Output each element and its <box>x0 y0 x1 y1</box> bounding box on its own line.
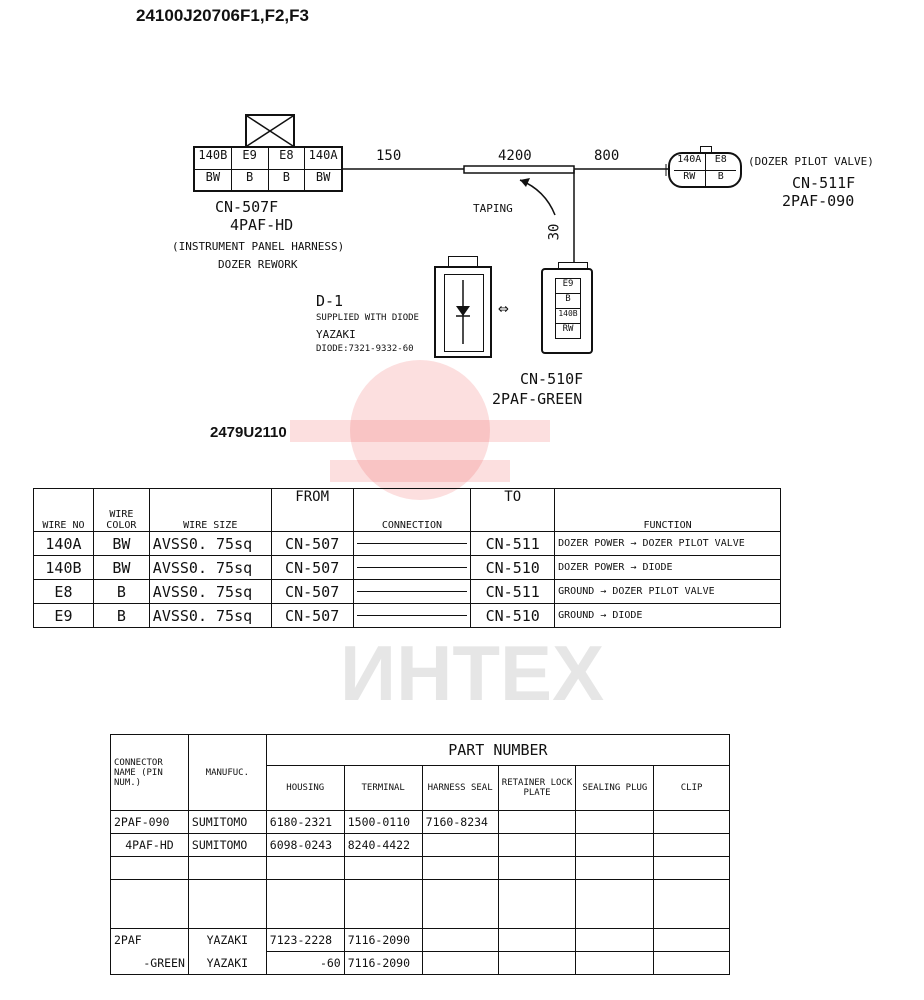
harness-number: 2479U2110 <box>210 424 287 441</box>
cn511-name: CN-511F <box>792 174 856 192</box>
watermark-text: ИНТЕХ <box>340 629 605 717</box>
header-sealing-plug: SEALING PLUG <box>575 765 655 811</box>
cn510-connector: E9 B 140B RW <box>541 268 593 354</box>
cn507-rework: DOZER REWORK <box>218 258 298 271</box>
header-from: FROM <box>270 488 354 532</box>
cn507-type: 4PAF-HD <box>230 216 294 234</box>
header-retainer: RETAINER LOCK PLATE <box>497 765 577 811</box>
watermark-gear-logo <box>290 360 550 500</box>
header-harness-seal: HARNESS SEAL <box>421 765 499 811</box>
header-connection: CONNECTION <box>352 488 472 532</box>
cn511-desc: (DOZER PILOT VALVE) <box>748 155 874 168</box>
table-row: E9 B AVSS0. 75sq CN-507 CN-510 GROUND → … <box>33 603 781 628</box>
cn510-name: CN-510F <box>520 370 584 388</box>
cn511-pin-2: E8 B <box>705 154 741 186</box>
diode-maker: YAZAKI <box>316 328 356 341</box>
diode-name: D-1 <box>316 292 344 310</box>
table-row: 140B BW AVSS0. 75sq CN-507 CN-510 DOZER … <box>33 555 781 580</box>
cn511-type: 2PAF-090 <box>782 192 855 210</box>
connection-arrow-icon: ⇔ <box>498 298 509 319</box>
connection-line <box>352 603 472 628</box>
cn511-latch <box>700 146 712 153</box>
header-terminal: TERMINAL <box>343 765 423 811</box>
header-clip: CLIP <box>653 765 730 811</box>
cn507-name: CN-507F <box>215 198 279 216</box>
connection-line <box>352 579 472 604</box>
table-row <box>110 879 730 929</box>
cn510-type: 2PAF-GREEN <box>492 390 583 408</box>
header-part-number: PART NUMBER <box>265 734 731 766</box>
cn507-pin-4: 140A BW <box>305 148 341 190</box>
header-wire-color: WIRE COLOR <box>92 488 150 532</box>
cn507-connector: 140B BW E9 B E8 B 140A BW <box>193 146 343 192</box>
cn507-note: (INSTRUMENT PANEL HARNESS) <box>172 240 345 253</box>
harness-lines <box>343 164 668 262</box>
header-housing: HOUSING <box>265 765 345 811</box>
table-row: E8 B AVSS0. 75sq CN-507 CN-511 GROUND → … <box>33 579 781 604</box>
dim-800: 800 <box>594 148 620 164</box>
cn511-connector: 140A RW E8 B <box>668 152 742 188</box>
part-number-table: CONNECTOR NAME (PIN NUM.) MANUFUC. PART … <box>110 734 731 975</box>
cn507-pin-3: E8 B <box>268 148 306 190</box>
header-to: TO <box>470 488 556 532</box>
diode-body <box>434 266 492 358</box>
cn510-pin-block: E9 B 140B RW <box>555 278 581 339</box>
header-wire-size: WIRE SIZE <box>148 488 272 532</box>
wire-table: WIRE NO WIRE COLOR WIRE SIZE FROM CONNEC… <box>33 488 781 628</box>
table-row <box>110 856 730 880</box>
diode-symbol-icon <box>456 280 470 344</box>
header-connector-name: CONNECTOR NAME (PIN NUM.) <box>110 734 189 811</box>
dim-150: 150 <box>376 148 402 164</box>
diode-note: SUPPLIED WITH DIODE <box>316 313 419 323</box>
taping-label: TAPING <box>473 202 513 215</box>
connection-line <box>352 555 472 580</box>
header-function: FUNCTION <box>554 488 781 532</box>
header-wire-no: WIRE NO <box>33 488 94 532</box>
diode-part: DIODE:7321-9332-60 <box>316 344 414 354</box>
page-title: 24100J20706F1,F2,F3 <box>136 6 309 25</box>
wire-table-header: WIRE NO WIRE COLOR WIRE SIZE FROM CONNEC… <box>33 488 781 532</box>
cn507-pin-2: E9 B <box>231 148 269 190</box>
table-row: 140A BW AVSS0. 75sq CN-507 CN-511 DOZER … <box>33 531 781 556</box>
dim-4200: 4200 <box>498 148 532 164</box>
connection-line <box>352 531 472 556</box>
cn511-pin-1: 140A RW <box>670 154 706 186</box>
header-manufacturer: MANUFUC. <box>187 734 267 811</box>
cn507-pin-1: 140B BW <box>195 148 232 190</box>
dim-30: 30 <box>546 223 563 241</box>
